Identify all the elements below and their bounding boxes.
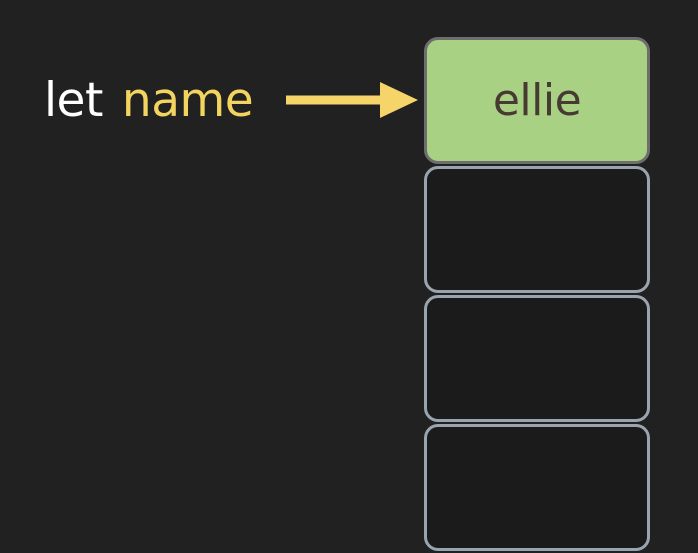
variable-declaration: let name xyxy=(44,68,254,132)
let-keyword: let xyxy=(44,72,103,128)
memory-cell[interactable] xyxy=(424,424,650,551)
memory-cell[interactable] xyxy=(424,166,650,293)
memory-cell[interactable] xyxy=(424,295,650,422)
variable-name-label: name xyxy=(121,72,254,128)
memory-cell[interactable]: ellie xyxy=(424,37,650,164)
memory-cell-value: ellie xyxy=(492,74,582,126)
right-arrow-icon xyxy=(286,78,422,122)
memory-cell-stack: ellie xyxy=(424,37,650,553)
